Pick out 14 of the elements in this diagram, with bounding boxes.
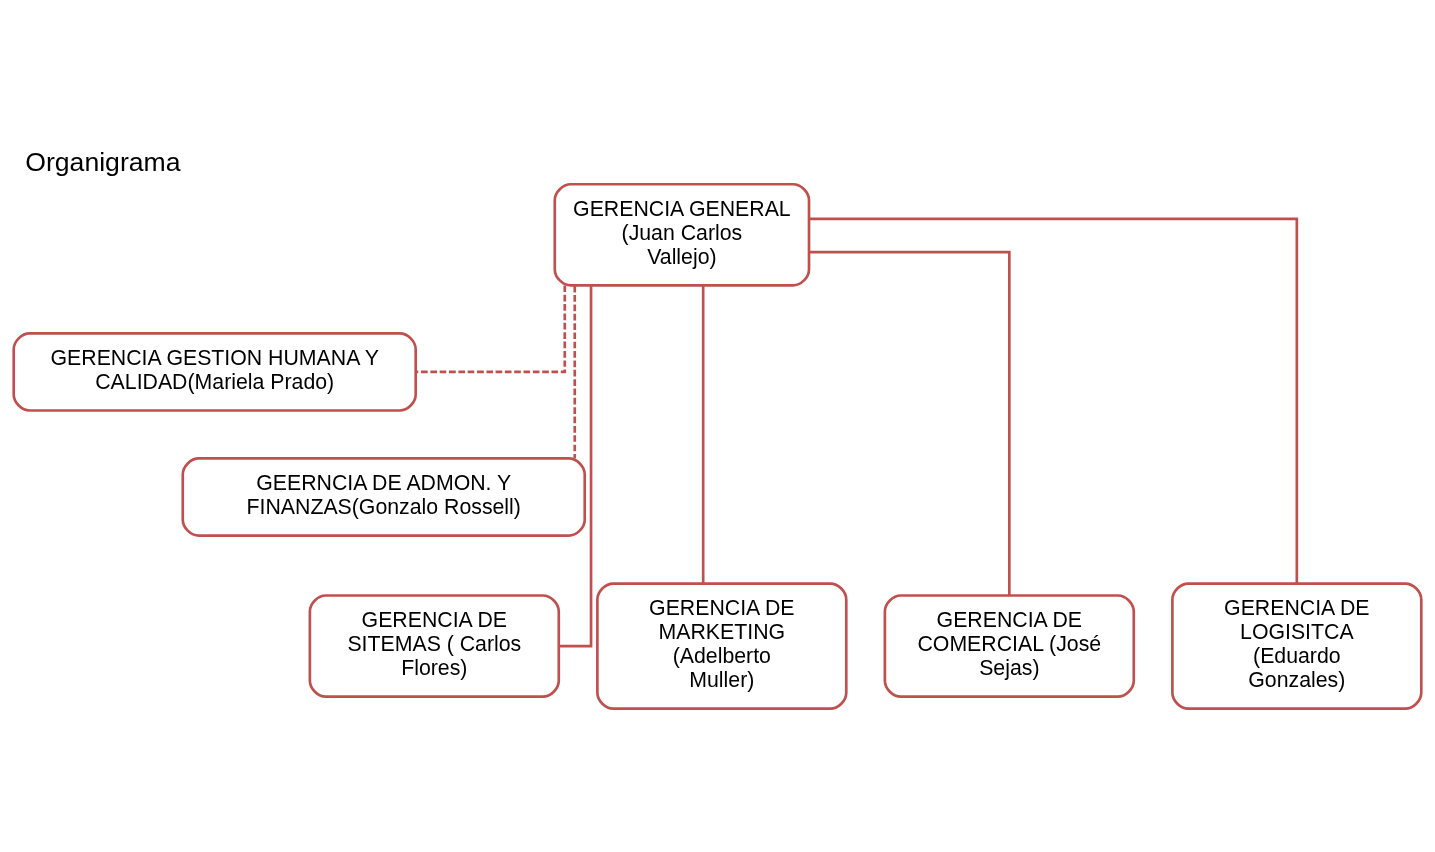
- diagram-title: Organigrama: [25, 146, 181, 177]
- connector: [809, 217, 1299, 584]
- connector: [573, 285, 577, 458]
- connector: [701, 285, 705, 583]
- node-box: GERENCIA DE SITEMAS ( Carlos Flores): [308, 593, 561, 698]
- node-box: GERENCIA DE COMERCIAL (José Sejas): [883, 593, 1136, 698]
- node-box: GERENCIA GENERAL (Juan Carlos Vallejo): [553, 182, 811, 287]
- node-box: GERENCIA DE LOGISITCA (Eduardo Gonzales): [1171, 581, 1423, 710]
- node-box: GERENCIA DE MARKETING (Adelberto Muller): [596, 581, 848, 710]
- connector: [415, 285, 567, 373]
- connector: [558, 285, 593, 647]
- node-box: GERENCIA GESTION HUMANA Y CALIDAD(Mariela Prado): [12, 331, 417, 412]
- node-box: GEERNCIA DE ADMON. Y FINANZAS(Gonzalo Rossell): [181, 456, 587, 537]
- connector: [809, 250, 1011, 595]
